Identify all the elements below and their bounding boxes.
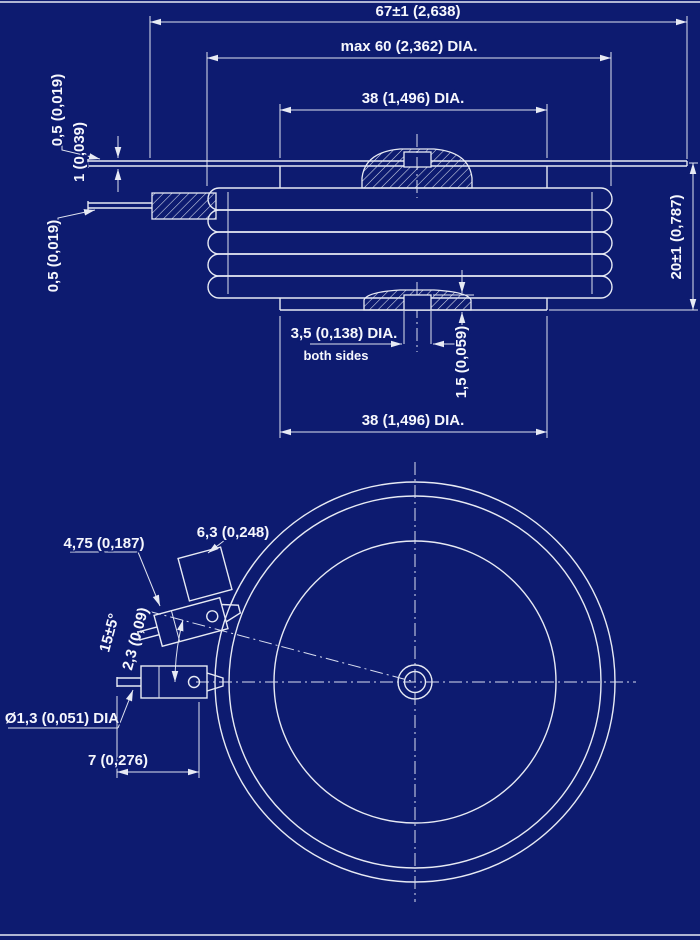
dim-pole-bottom-label: 38 (1,496) DIA. bbox=[362, 412, 465, 429]
connector-pin-hole bbox=[206, 610, 219, 623]
dim-lead-thk: 1 (0,039) bbox=[70, 120, 122, 192]
dim-max-body-dia: max 60 (2,362) DIA. bbox=[206, 37, 612, 186]
plan-view: 15±5° 2,3 (0,09) 6,3 (0,248) 4,75 (0,187… bbox=[3, 462, 636, 902]
dim-terminal-length: 7 (0,276) bbox=[86, 696, 200, 778]
dim-flange-bottom-label: 0,5 (0,019) bbox=[45, 220, 62, 293]
ceramic-fin bbox=[207, 187, 613, 211]
dim-max-dia-label: max 60 (2,362) DIA. bbox=[341, 38, 478, 55]
dim-lead-angle-label: 15±5° bbox=[96, 612, 123, 654]
dim-height-label: 20±1 (0,787) bbox=[668, 195, 685, 280]
dim-terminal-length-label: 7 (0,276) bbox=[88, 752, 148, 769]
dim-flange-top-thk: 0,5 (0,019) bbox=[48, 72, 101, 160]
dim-height: 20±1 (0,787) bbox=[549, 162, 698, 311]
gate-lead-axis-centerline bbox=[147, 610, 416, 683]
dim-wire-dia: Ø1,3 (0,051) DIA bbox=[3, 689, 134, 729]
gate-lead-side bbox=[87, 192, 217, 220]
dim-tab-length: 6,3 (0,248) bbox=[195, 523, 271, 554]
dim-overall-width-label: 67±1 (2,638) bbox=[376, 3, 461, 20]
gate-connector-rotated bbox=[136, 596, 242, 648]
dim-gate-hole-label: 3,5 (0,138) DIA. bbox=[291, 325, 398, 342]
dim-tab-width-label: 4,75 (0,187) bbox=[64, 535, 145, 552]
gate-connector-section bbox=[151, 192, 217, 220]
dim-lead-thickness-label: 1 (0,039) bbox=[71, 122, 88, 182]
dim-pole-dia-bottom: 38 (1,496) DIA. bbox=[279, 316, 548, 438]
dim-gate-hole: 3,5 (0,138) DIA. both sides bbox=[289, 311, 462, 365]
dim-tab-length-label: 6,3 (0,248) bbox=[197, 524, 270, 541]
gate-connector-horizontal bbox=[116, 665, 224, 699]
dim-pole-dia-top: 38 (1,496) DIA. bbox=[279, 89, 548, 158]
angle-arc bbox=[171, 619, 184, 683]
ceramic-fin bbox=[207, 253, 613, 277]
ceramic-body bbox=[207, 187, 613, 299]
dim-wire-dia-label: Ø1,3 (0,051) DIA bbox=[5, 710, 119, 727]
dim-gate-hole-note: both sides bbox=[303, 348, 368, 363]
dim-pole-top-label: 38 (1,496) DIA. bbox=[362, 90, 465, 107]
ceramic-fin bbox=[207, 209, 613, 233]
connector-pin-hole bbox=[187, 675, 201, 689]
dim-gate-hole-depth-label: 1,5 (0,059) bbox=[453, 326, 470, 399]
dim-tab-width: 4,75 (0,187) bbox=[62, 534, 161, 607]
bottom-gate-recess bbox=[403, 294, 432, 311]
dim-overall-width: 67±1 (2,638) bbox=[149, 2, 688, 159]
connector-tab-square bbox=[177, 546, 233, 602]
dim-flange-bottom-thk: 0,5 (0,019) bbox=[44, 209, 96, 294]
dim-lead-offset-label: 2,3 (0,09) bbox=[119, 606, 152, 672]
dim-gate-hole-depth: 1,5 (0,059) bbox=[433, 270, 474, 400]
side-section-view: 67±1 (2,638) max 60 (2,362) DIA. 38 (1,4… bbox=[44, 2, 698, 438]
ceramic-fin bbox=[207, 231, 613, 255]
dim-flange-top-label: 0,5 (0,019) bbox=[49, 74, 66, 147]
